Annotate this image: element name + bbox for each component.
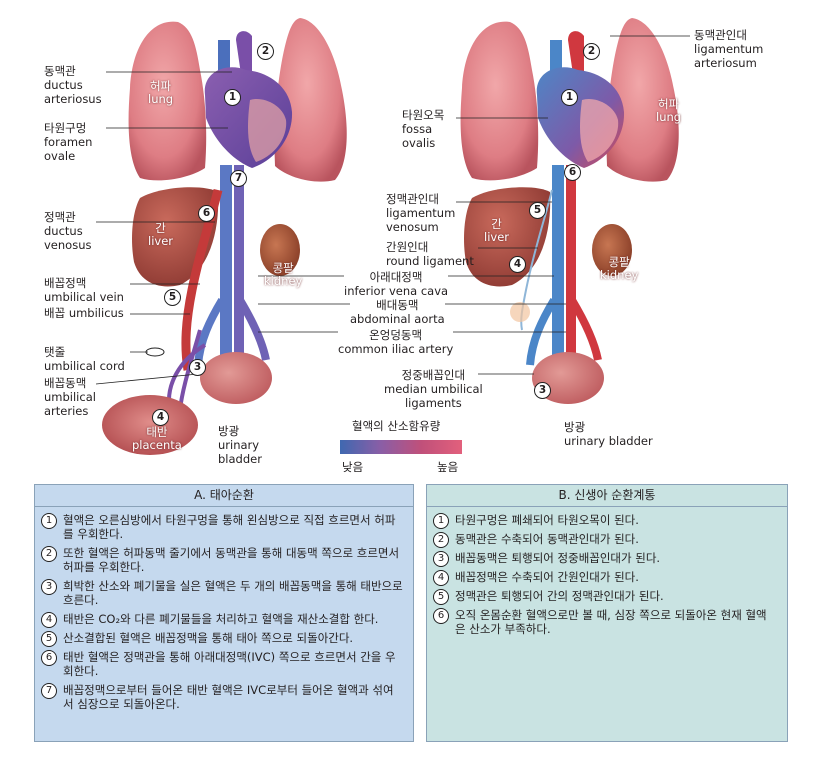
marker-newborn-5: 5 bbox=[529, 202, 546, 219]
step-text: 태반은 CO₂와 다른 폐기물들을 처리하고 혈액을 재산소결합 한다. bbox=[63, 612, 379, 626]
marker-fetal-5: 5 bbox=[164, 289, 181, 306]
placenta bbox=[102, 395, 198, 455]
step-number-icon: 5 bbox=[41, 631, 57, 647]
list-item: 5 정맥관은 퇴행되어 간의 정맥관인대가 된다. bbox=[433, 589, 777, 605]
panel-b-list: 1 타원구멍은 폐쇄되어 타원오목이 된다. 2 동맥관은 수축되어 동맥관인대가 된… bbox=[427, 507, 787, 636]
step-number-icon: 1 bbox=[41, 513, 57, 529]
list-item: 7 배꼽정맥으로부터 들어온 태반 혈액은 IVC로부터 들어온 혈액과 섞여서 … bbox=[41, 683, 403, 711]
step-text: 배꼽동맥은 퇴행되어 정중배꼽인대가 된다. bbox=[455, 551, 661, 565]
legend-high: 높음 bbox=[437, 460, 459, 474]
legend-low: 낮음 bbox=[342, 460, 364, 474]
list-item: 1 타원구멍은 폐쇄되어 타원오목이 된다. bbox=[433, 513, 777, 529]
list-item: 5 산소결합된 혈액은 배꼽정맥을 통해 태아 쪽으로 되돌아간다. bbox=[41, 631, 403, 647]
marker-newborn-1: 1 bbox=[561, 89, 578, 106]
step-text: 산소결합된 혈액은 배꼽정맥을 통해 태아 쪽으로 되돌아간다. bbox=[63, 631, 354, 645]
list-item: 3 배꼽동맥은 퇴행되어 정중배꼽인대가 된다. bbox=[433, 551, 777, 567]
marker-newborn-6: 6 bbox=[564, 164, 581, 181]
left-lung-left bbox=[128, 21, 207, 181]
step-text: 동맥관은 수축되어 동맥관인대가 된다. bbox=[455, 532, 639, 546]
panel-b-title: B. 신생아 순환계통 bbox=[427, 485, 787, 507]
bladder-left bbox=[200, 352, 272, 404]
marker-fetal-7: 7 bbox=[230, 170, 247, 187]
liver-right bbox=[464, 187, 551, 287]
kidney-left bbox=[260, 224, 300, 276]
list-item: 6 오직 온몸순환 혈액으로만 볼 때, 심장 쪽으로 되돌아온 현재 혈액은 산… bbox=[433, 608, 777, 636]
step-text: 정맥관은 퇴행되어 간의 정맥관인대가 된다. bbox=[455, 589, 664, 603]
step-number-icon: 4 bbox=[433, 570, 449, 586]
step-text: 오직 온몸순환 혈액으로만 볼 때, 심장 쪽으로 되돌아온 현재 혈액은 산소… bbox=[455, 608, 767, 636]
panel-newborn-circulation: B. 신생아 순환계통 1 타원구멍은 폐쇄되어 타원오목이 된다. 2 동맥관은 수… bbox=[426, 484, 788, 742]
list-item: 3 희박한 산소와 폐기물을 실은 혈액은 두 개의 배꼽동맥을 통해 태반으로 … bbox=[41, 579, 403, 607]
step-text: 태반 혈액은 정맥관을 통해 아래대정맥(IVC) 쪽으로 흐르면서 간을 우회… bbox=[63, 650, 396, 678]
newborn-figure bbox=[460, 18, 679, 404]
step-number-icon: 4 bbox=[41, 612, 57, 628]
list-item: 1 혈액은 오른심방에서 타원구멍을 통해 왼심방으로 직접 흐르면서 허파를 우… bbox=[41, 513, 403, 541]
step-text: 배꼽정맥으로부터 들어온 태반 혈액은 IVC로부터 들어온 혈액과 섞여서 심… bbox=[63, 683, 394, 711]
list-item: 6 태반 혈액은 정맥관을 통해 아래대정맥(IVC) 쪽으로 흐르면서 간을 우… bbox=[41, 650, 403, 678]
step-number-icon: 1 bbox=[433, 513, 449, 529]
step-text: 타원구멍은 폐쇄되어 타원오목이 된다. bbox=[455, 513, 639, 527]
step-number-icon: 5 bbox=[433, 589, 449, 605]
marker-fetal-2: 2 bbox=[257, 43, 274, 60]
list-item: 4 배꼽정맥은 수축되어 간원인대가 된다. bbox=[433, 570, 777, 586]
step-number-icon: 6 bbox=[41, 650, 57, 666]
circulation-illustration bbox=[95, 18, 690, 455]
oxygen-gradient-bar bbox=[340, 440, 462, 454]
panel-a-list: 1 혈액은 오른심방에서 타원구멍을 통해 왼심방으로 직접 흐르면서 허파를 우… bbox=[35, 507, 413, 711]
step-number-icon: 6 bbox=[433, 608, 449, 624]
right-lung-right bbox=[606, 18, 679, 182]
panel-a-title: A. 태아순환 bbox=[35, 485, 413, 507]
label-umbilicus: 배꼽 umbilicus bbox=[44, 306, 124, 320]
step-text: 희박한 산소와 폐기물을 실은 혈액은 두 개의 배꼽동맥을 통해 태반으로 흐… bbox=[63, 579, 403, 607]
step-number-icon: 7 bbox=[41, 683, 57, 699]
list-item: 2 또한 혈액은 허파동맥 줄기에서 동맥관을 통해 대동맥 쪽으로 흐르면서 허… bbox=[41, 546, 403, 574]
step-number-icon: 2 bbox=[433, 532, 449, 548]
step-number-icon: 3 bbox=[41, 579, 57, 595]
marker-fetal-3: 3 bbox=[189, 359, 206, 376]
list-item: 4 태반은 CO₂와 다른 폐기물들을 처리하고 혈액을 재산소결합 한다. bbox=[41, 612, 403, 628]
list-item: 2 동맥관은 수축되어 동맥관인대가 된다. bbox=[433, 532, 777, 548]
step-number-icon: 2 bbox=[41, 546, 57, 562]
marker-fetal-6: 6 bbox=[198, 205, 215, 222]
step-text: 배꼽정맥은 수축되어 간원인대가 된다. bbox=[455, 570, 639, 584]
legend-title: 혈액의 산소함유량 bbox=[352, 419, 441, 433]
step-number-icon: 3 bbox=[433, 551, 449, 567]
step-text: 혈액은 오른심방에서 타원구멍을 통해 왼심방으로 직접 흐르면서 허파를 우회… bbox=[63, 513, 396, 541]
marker-newborn-4: 4 bbox=[509, 256, 526, 273]
right-lung-left bbox=[274, 18, 347, 182]
marker-newborn-2: 2 bbox=[583, 43, 600, 60]
left-lung-right bbox=[460, 21, 539, 181]
fetal-figure bbox=[102, 18, 347, 455]
kidney-right bbox=[592, 224, 632, 276]
panel-fetal-circulation: A. 태아순환 1 혈액은 오른심방에서 타원구멍을 통해 왼심방으로 직접 흐르… bbox=[34, 484, 414, 742]
marker-newborn-3: 3 bbox=[534, 382, 551, 399]
step-text: 또한 혈액은 허파동맥 줄기에서 동맥관을 통해 대동맥 쪽으로 흐르면서 허파… bbox=[63, 546, 400, 574]
marker-fetal-4: 4 bbox=[152, 409, 169, 426]
marker-fetal-1: 1 bbox=[224, 89, 241, 106]
